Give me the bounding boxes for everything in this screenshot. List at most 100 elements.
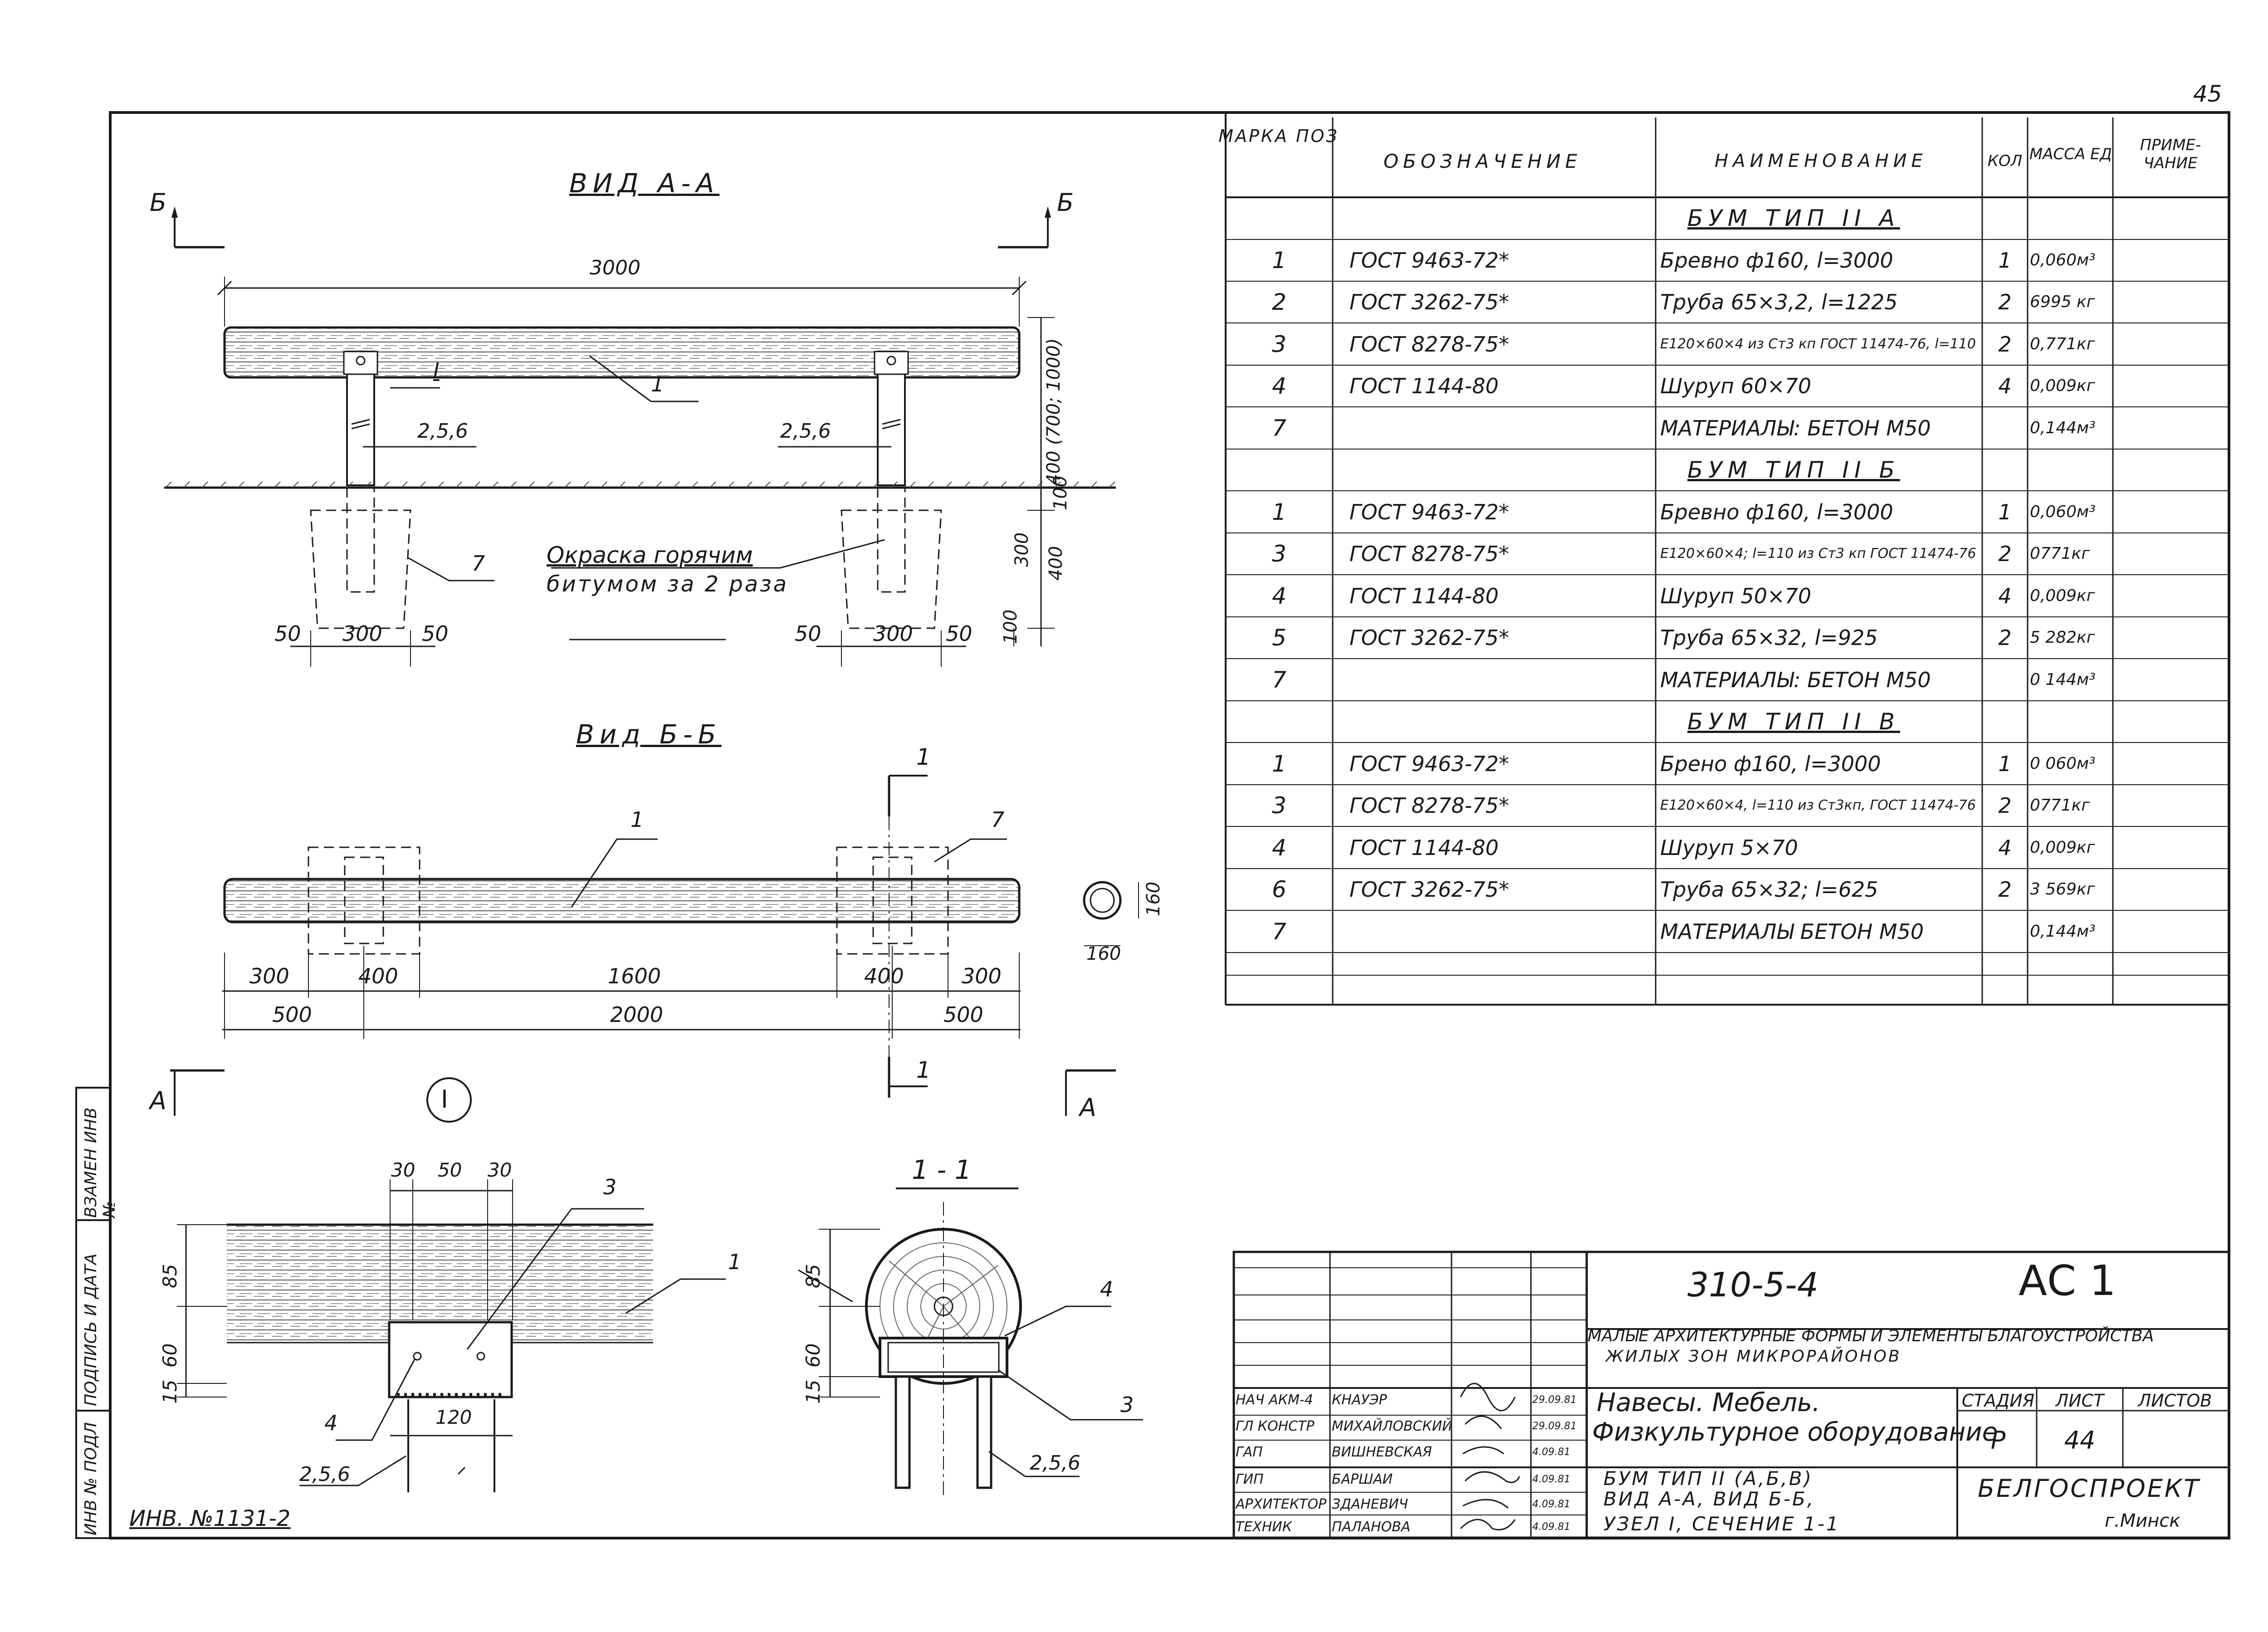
dim-bb-300-b: 300 xyxy=(962,964,1002,988)
signer-date: 4.09.81 xyxy=(1532,1498,1570,1510)
dim-sec-85: 85 xyxy=(802,1264,824,1288)
signer-date: 4.09.81 xyxy=(1532,1521,1570,1533)
inventory-number: ИНВ. №1131-2 xyxy=(129,1506,290,1531)
spec-mass: 0,009кг xyxy=(2030,376,2095,396)
dim-100-top: 100 xyxy=(1050,475,1071,510)
spec-code: ГОСТ 1144-80 xyxy=(1349,374,1499,399)
dim-bb-400-b: 400 xyxy=(864,964,904,988)
signer-date: 29.09.81 xyxy=(1532,1420,1577,1432)
dim-bb-500-b: 500 xyxy=(943,1002,983,1027)
cut-mark-b-right: Б xyxy=(1057,188,1074,217)
org-city: г.Минск xyxy=(2105,1510,2180,1531)
spec-header-mark-1: МАРКА ПОЗ xyxy=(1218,126,1339,146)
inventory-label: ИНВ. № xyxy=(129,1506,214,1531)
spec-name: Труба 65×32, l=925 xyxy=(1660,625,1878,650)
callout-256-left: 2,5,6 xyxy=(417,420,468,443)
org-name: БЕЛГОСПРОЕКТ xyxy=(1978,1474,2201,1503)
spec-code: ГОСТ 8278-75* xyxy=(1349,332,1509,357)
spec-qty xyxy=(1982,659,2028,701)
spec-pos: 4 xyxy=(1272,834,1286,861)
callout-256-right: 2,5,6 xyxy=(780,420,831,443)
signer-name: КНАУЭР xyxy=(1332,1392,1387,1408)
spec-pos: 5 xyxy=(1272,625,1286,651)
section-title: 1 - 1 xyxy=(912,1154,972,1185)
view-bb xyxy=(170,775,1139,1116)
spec-header-code: ОБОЗНАЧЕНИЕ xyxy=(1383,150,1582,172)
spec-mass: 0,144м³ xyxy=(2030,922,2096,941)
spec-name: МАТЕРИАЛЫ БЕТОН М50 xyxy=(1660,919,1924,944)
dim-bb-400-a: 400 xyxy=(358,964,398,988)
node-i xyxy=(177,1077,726,1492)
node-marker: I xyxy=(441,1085,448,1114)
dim-node-85: 85 xyxy=(159,1264,181,1288)
callout-4-node: 4 xyxy=(324,1411,338,1435)
title-block-grid xyxy=(1232,1251,2230,1539)
spec-pos: 6 xyxy=(1272,876,1286,903)
spec-mass: 0,060м³ xyxy=(2030,502,2096,521)
dim-round-160-h: 160 xyxy=(1086,943,1121,964)
page-number: 45 xyxy=(2193,81,2222,107)
spec-name: МАТЕРИАЛЫ: БЕТОН М50 xyxy=(1660,415,1931,440)
spec-header-qty: КОЛ xyxy=(1987,152,2023,170)
spec-qty: 1 xyxy=(1998,751,2012,776)
callout-node-aa: I xyxy=(433,358,440,383)
section-11 xyxy=(798,1187,1143,1497)
signer-date: 29.09.81 xyxy=(1532,1394,1577,1406)
spec-mass: 6995 кг xyxy=(2030,293,2095,312)
dim-sec-15: 15 xyxy=(802,1379,824,1404)
drawing-title-1: Навесы. Мебель. xyxy=(1597,1388,1820,1417)
signer-name: МИХАЙЛОВСКИЙ xyxy=(1332,1418,1451,1434)
signer-name: ВИШНЕВСКАЯ xyxy=(1332,1444,1432,1460)
spec-name: Шуруп 5×70 xyxy=(1660,835,1798,860)
spec-name: Шуруп 60×70 xyxy=(1660,374,1812,399)
spec-qty: 4 xyxy=(1998,835,2012,860)
callout-256-sec: 2,5,6 xyxy=(1030,1451,1080,1475)
spec-pos: 2 xyxy=(1272,289,1286,316)
dim-100-bottom: 100 xyxy=(1000,609,1021,644)
spec-code: ГОСТ 3262-75* xyxy=(1349,877,1509,902)
view-bb-title: Вид Б-Б xyxy=(576,719,722,750)
signer-name: ПАЛАНОВА xyxy=(1332,1519,1411,1535)
signer-name: БАРШАИ xyxy=(1332,1471,1393,1487)
spec-pos: 7 xyxy=(1272,918,1286,945)
spec-qty: 2 xyxy=(1998,290,2012,315)
callout-1-bb: 1 xyxy=(631,807,644,832)
signer-date: 4.09.81 xyxy=(1532,1473,1570,1485)
sheet-code: АС 1 xyxy=(2019,1256,2116,1305)
spec-name: Труба 65×3,2, l=1225 xyxy=(1660,290,1898,315)
paint-note-line-1: Окраска горячим xyxy=(547,542,753,568)
signer-date: 4.09.81 xyxy=(1532,1446,1570,1458)
spec-name: Бревно ф160, l=3000 xyxy=(1660,499,1893,524)
project-title-1: МАЛЫЕ АРХИТЕКТУРНЫЕ ФОРМЫ И ЭЛЕМЕНТЫ БЛА… xyxy=(1588,1327,2154,1345)
spec-group-title: БУМ ТИП II В xyxy=(1687,709,1900,735)
callout-4-sec: 4 xyxy=(1100,1277,1114,1301)
spec-header-mass: МАССА ЕД xyxy=(2029,145,2112,163)
callout-7-bb: 7 xyxy=(991,807,1005,832)
spec-qty: 4 xyxy=(1998,374,2012,399)
spec-code xyxy=(1349,407,1649,450)
spec-pos: 4 xyxy=(1272,373,1286,400)
sheet-title-1: БУМ ТИП II (А,Б,В) xyxy=(1603,1467,1813,1490)
dim-3000: 3000 xyxy=(590,256,640,279)
stage-label: СТАДИЯ xyxy=(1961,1390,2035,1411)
spec-grid xyxy=(1226,117,2229,1005)
spec-qty xyxy=(1982,407,2028,450)
spec-qty: 2 xyxy=(1998,625,2012,650)
dim-50-d: 50 xyxy=(946,621,973,646)
view-aa-title: ВИД А-А xyxy=(569,168,720,199)
spec-code: ГОСТ 8278-75* xyxy=(1349,542,1509,567)
signer-role: ГИП xyxy=(1236,1471,1264,1487)
spec-qty xyxy=(1982,911,2028,953)
spec-code xyxy=(1349,659,1649,701)
callout-3-node: 3 xyxy=(603,1175,617,1199)
dim-node-15: 15 xyxy=(159,1379,181,1404)
dim-node-120: 120 xyxy=(435,1406,472,1428)
spec-group-title: БУМ ТИП II А xyxy=(1687,205,1900,232)
spec-name: Е120×60×4, l=110 из Ст3кп, ГОСТ 11474-76 xyxy=(1660,797,1976,814)
cut-mark-b-left: Б xyxy=(150,188,167,217)
callout-1-node: 1 xyxy=(728,1250,742,1274)
dim-node-30-a: 30 xyxy=(391,1159,415,1181)
cut-mark-a-left: А xyxy=(150,1086,166,1115)
spec-name: Труба 65×32; l=625 xyxy=(1660,877,1878,902)
dim-300-a: 300 xyxy=(342,621,382,646)
